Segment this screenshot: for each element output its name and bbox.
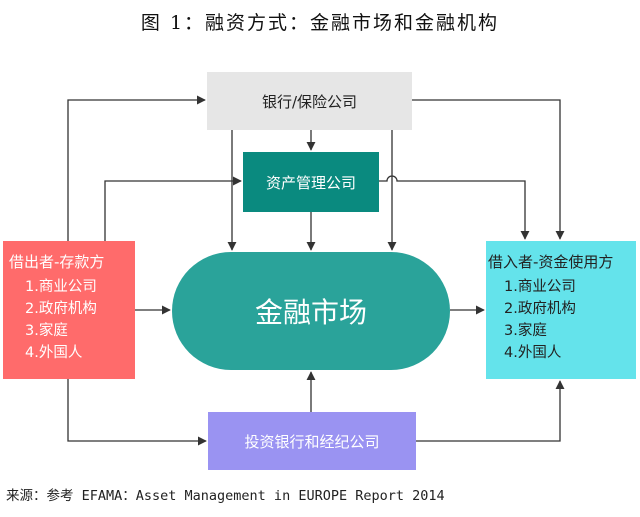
lender-item: 1.商业公司 bbox=[25, 279, 97, 295]
investment-bank-node: 投资银行和经纪公司 bbox=[208, 412, 416, 470]
arrow-bank-to-borrower bbox=[412, 99, 565, 240]
borrower-node: 借入者-资金使用方 1.商业公司 2.政府机构 3.家庭 4.外国人 bbox=[486, 241, 636, 379]
financial-market-node: 金融市场 bbox=[172, 252, 450, 370]
borrower-title: 借入者-资金使用方 bbox=[488, 253, 614, 271]
source-note: 来源：参考 EFAMA：Asset Management in EUROPE R… bbox=[6, 488, 445, 504]
investment-bank-label: 投资银行和经纪公司 bbox=[244, 432, 380, 451]
borrower-item: 2.政府机构 bbox=[504, 301, 576, 317]
bank-insurance-label: 银行/保险公司 bbox=[261, 92, 358, 111]
bank-insurance-node: 银行/保险公司 bbox=[207, 72, 412, 130]
lender-title: 借出者-存款方 bbox=[9, 253, 105, 271]
borrower-item: 4.外国人 bbox=[504, 345, 562, 361]
lender-item: 3.家庭 bbox=[25, 323, 68, 339]
asset-management-label: 资产管理公司 bbox=[265, 173, 356, 192]
arrow-lender-to-bank bbox=[67, 95, 206, 241]
lender-item: 4.外国人 bbox=[25, 345, 83, 361]
lender-item: 2.政府机构 bbox=[25, 301, 97, 317]
arrow-asset-to-borrower bbox=[379, 175, 530, 240]
financial-market-label: 金融市场 bbox=[254, 296, 367, 329]
borrower-item: 3.家庭 bbox=[504, 323, 547, 339]
asset-management-node: 资产管理公司 bbox=[243, 152, 379, 212]
figure-title: 图 1：融资方式：金融市场和金融机构 bbox=[140, 12, 500, 34]
borrower-item: 1.商业公司 bbox=[504, 279, 576, 295]
lender-node: 借出者-存款方 1.商业公司 2.政府机构 3.家庭 4.外国人 bbox=[3, 241, 135, 379]
arrow-ib-to-borrower bbox=[416, 380, 565, 442]
arrow-lender-to-ib bbox=[67, 379, 207, 446]
arrow-lender-to-asset bbox=[104, 176, 242, 241]
